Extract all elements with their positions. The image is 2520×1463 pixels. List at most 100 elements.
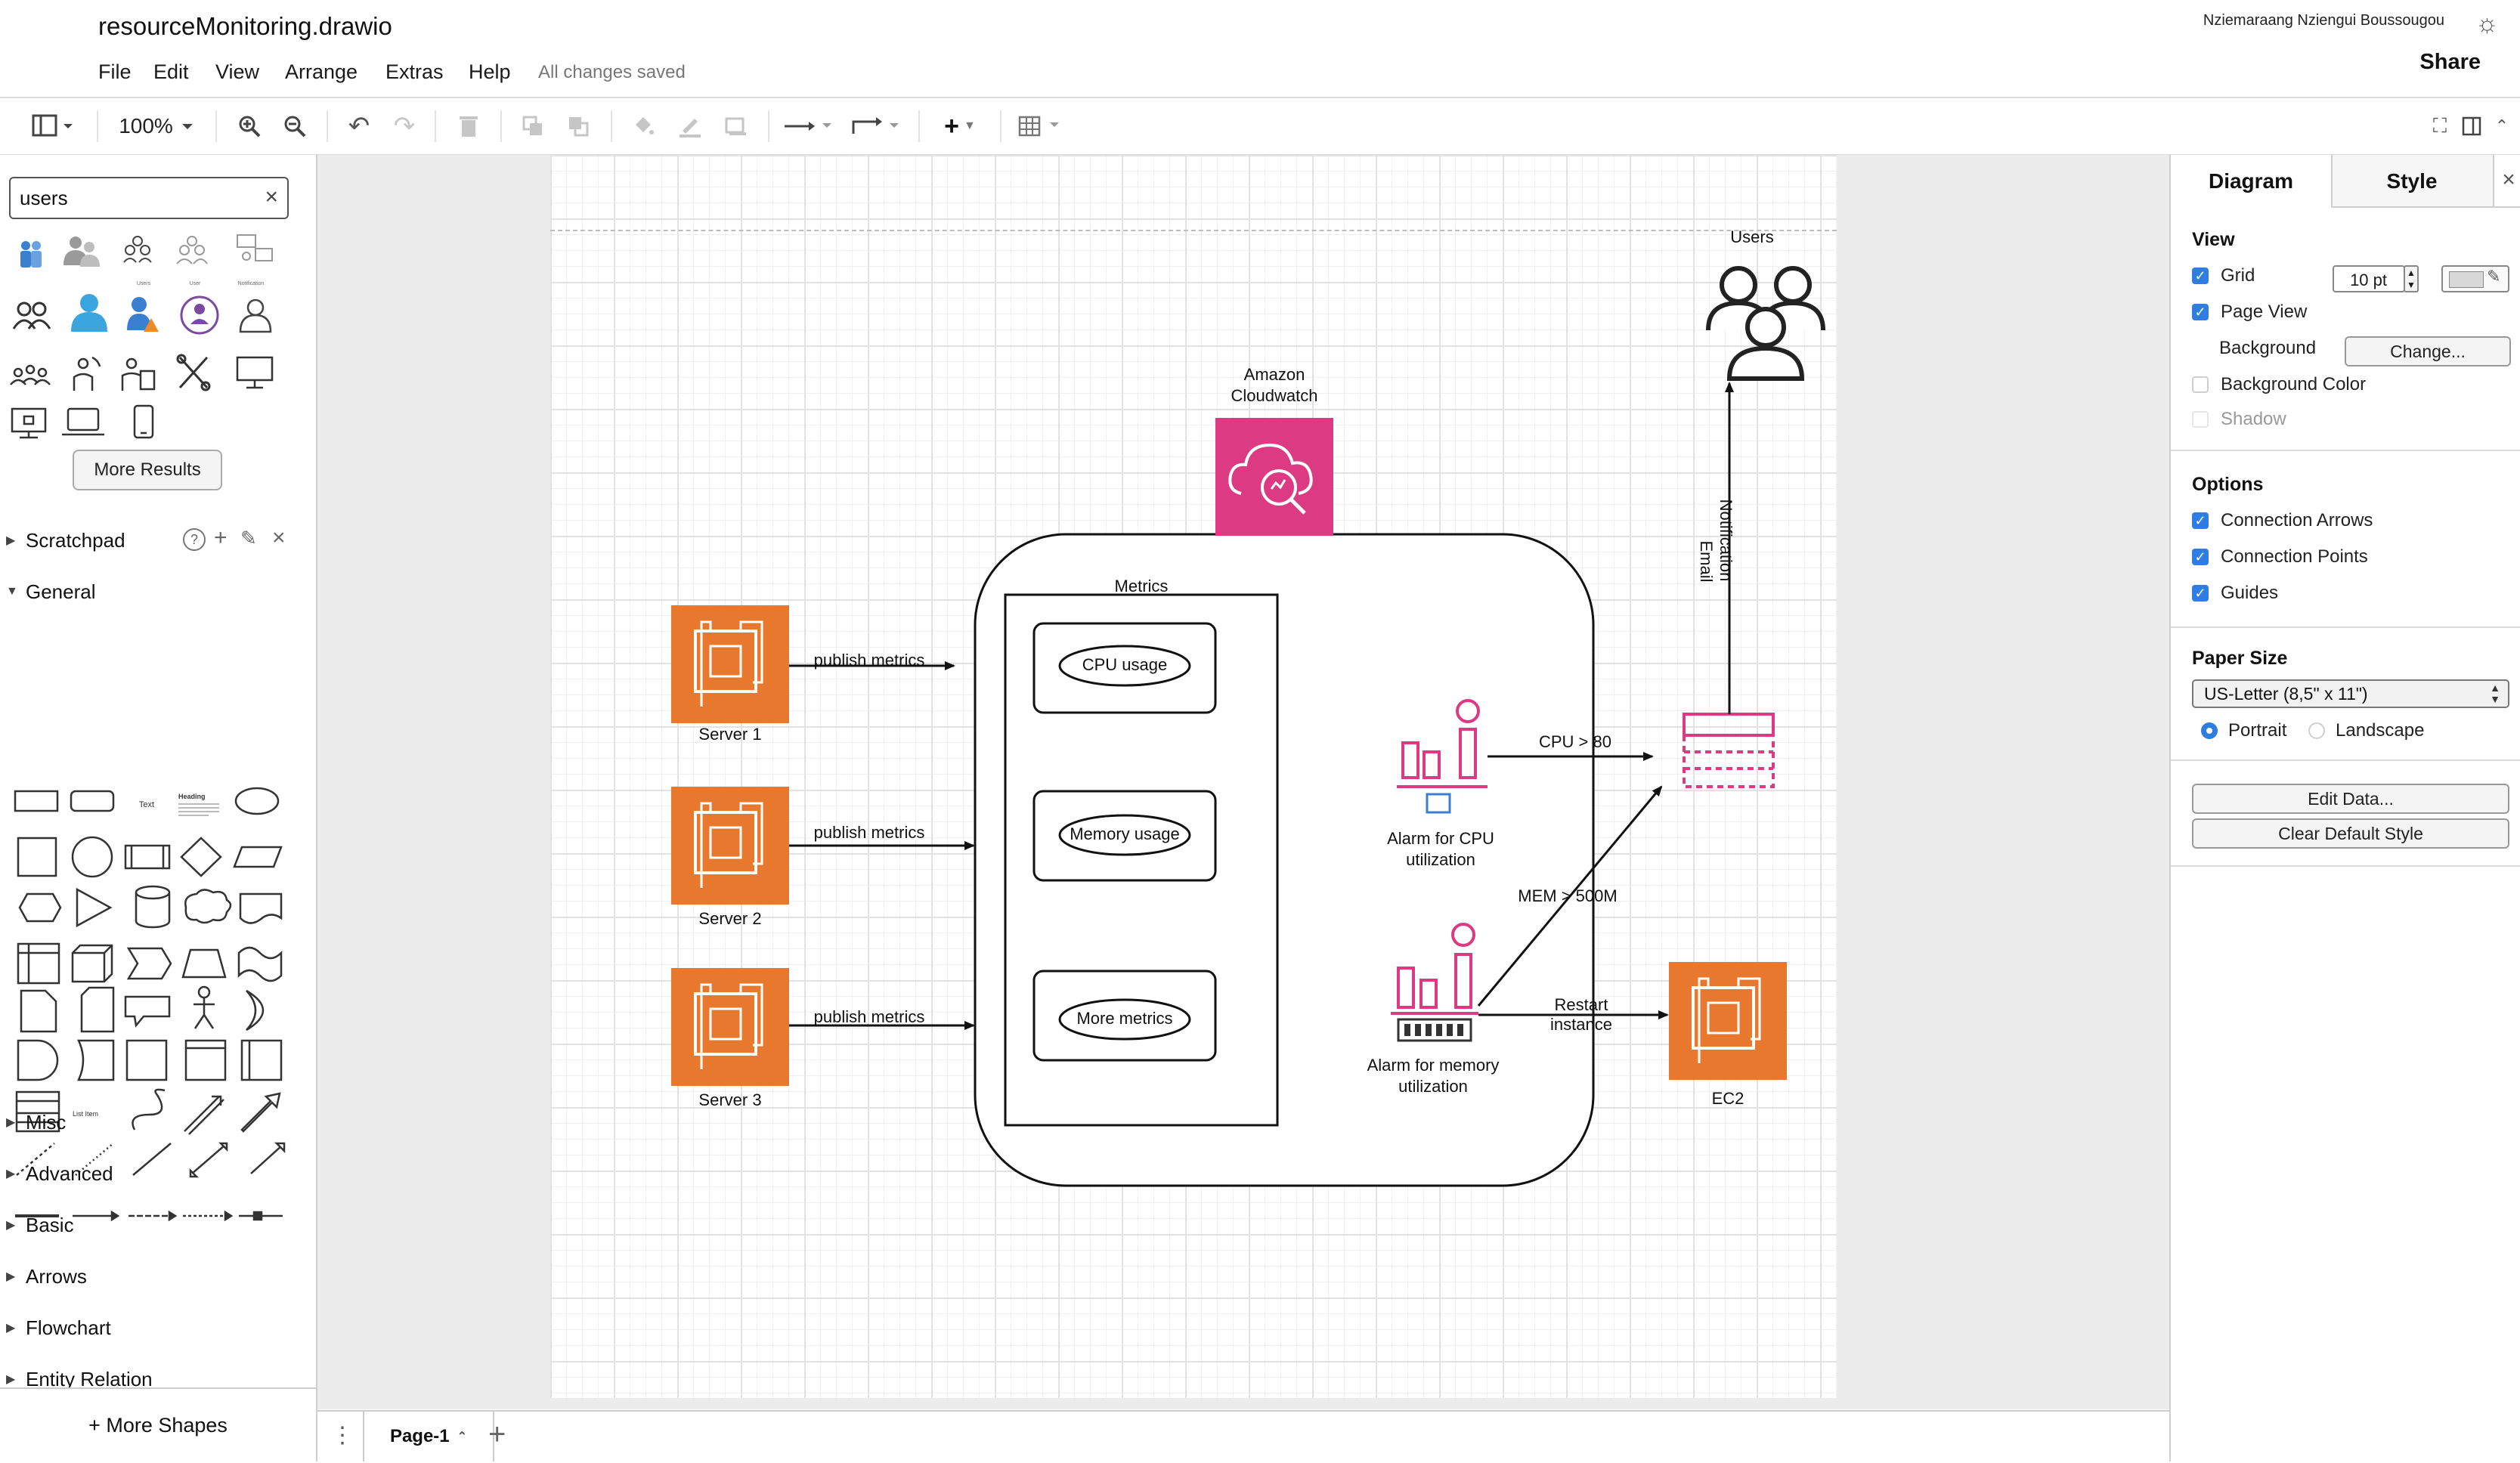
shape-search[interactable]: × [9,177,289,219]
toolbar-separator [611,110,612,142]
clear-default-style-button[interactable]: Clear Default Style [2192,818,2509,849]
section-label: Arrows [26,1264,87,1288]
to-front-icon[interactable] [514,98,552,154]
redo-icon[interactable]: ↷ [393,112,416,141]
waypoints-icon[interactable] [850,98,903,154]
undo-icon[interactable]: ↶ [348,112,370,141]
add-icon[interactable]: + [214,525,228,550]
sidebar-toggle-icon[interactable] [23,98,83,154]
scratchpad-section[interactable]: ▶ Scratchpad ? + ✎ × [0,525,316,555]
grid-color-button[interactable]: ✎ [2441,265,2509,292]
users-blue-icon [20,241,42,268]
section-arrows[interactable]: ▶Arrows [0,1261,316,1291]
menu-edit[interactable]: Edit [153,60,189,83]
checkbox-checked-icon[interactable]: ✓ [2192,549,2209,565]
connection-points-option[interactable]: ✓Connection Points [2192,546,2368,568]
zoom-dropdown[interactable]: 100% [112,98,203,154]
user-name[interactable]: Nziemaraang Nziengui Boussougou [2203,12,2444,29]
connection-icon[interactable] [783,98,836,154]
section-advanced[interactable]: ▶Advanced [0,1158,316,1189]
line-color-icon[interactable] [671,98,709,154]
chevron-right-icon: ▶ [6,1322,16,1335]
tab-diagram[interactable]: Diagram [2208,169,2294,193]
checkbox-checked-icon[interactable]: ✓ [2192,512,2209,529]
checkbox-unchecked-icon[interactable] [2192,376,2209,393]
general-section[interactable]: ▼ General [0,577,316,607]
paper-size-select[interactable]: US-Letter (8,5" x 11") ▲▼ [2192,679,2509,708]
section-entity-relation[interactable]: ▶Entity Relation [0,1364,316,1394]
fill-color-icon[interactable] [624,98,662,154]
search-result-shapes[interactable]: Users User Notification [9,230,296,442]
document-title[interactable]: resourceMonitoring.drawio [98,12,392,40]
edit-data-button[interactable]: Edit Data... [2192,784,2509,814]
section-flowchart[interactable]: ▶Flowchart [0,1313,316,1343]
general-shape-palette[interactable]: Text Heading List Item [11,623,305,1236]
portrait-option[interactable]: Portrait [2201,720,2286,741]
help-icon[interactable]: ? [183,528,206,551]
server-2-icon [671,787,789,905]
close-icon[interactable]: × [272,525,286,550]
cloudwatch-label-2: Cloudwatch [1231,386,1318,405]
grid-option[interactable]: ✓Grid [2192,265,2255,286]
section-misc[interactable]: ▶Misc [0,1107,316,1137]
edit-icon[interactable]: ✎ [240,527,257,549]
landscape-option[interactable]: Landscape [2308,720,2424,741]
checkbox-checked-icon[interactable]: ✓ [2192,268,2209,284]
to-back-icon[interactable] [559,98,597,154]
diagram-shapes[interactable] [317,155,2169,1409]
radio-selected-icon[interactable] [2201,722,2218,739]
close-panel-icon[interactable]: × [2493,155,2520,208]
pages-menu-icon[interactable]: ⋮ [331,1423,354,1448]
add-page-icon[interactable]: + [488,1418,506,1451]
menu-help[interactable]: Help [469,60,511,83]
publish-label-2: publish metrics [813,823,925,842]
more-results-button[interactable]: More Results [73,450,222,490]
tab-style[interactable]: Style [2386,169,2438,193]
fullscreen-icon[interactable]: ⛶ [2432,114,2447,137]
zoom-out-icon[interactable] [276,98,314,154]
background-color-option[interactable]: Background Color [2192,374,2366,395]
checkbox-checked-icon[interactable]: ✓ [2192,304,2209,320]
section-label: Basic [26,1213,74,1236]
more-shapes-button[interactable]: + More Shapes [0,1387,316,1461]
divider [2171,759,2520,761]
format-panel: Diagram Style × View ✓Grid 10 pt ▲▼ ✎ ✓P… [2169,155,2520,1461]
menu-extras[interactable]: Extras [385,60,444,83]
grid-size-input[interactable]: 10 pt [2333,265,2405,292]
shadow-option[interactable]: Shadow [2192,409,2286,430]
change-background-button[interactable]: Change... [2345,336,2511,367]
menu-file[interactable]: File [98,60,132,83]
search-input[interactable] [18,183,248,213]
connection-arrows-option[interactable]: ✓Connection Arrows [2192,510,2373,531]
clear-search-icon[interactable]: × [265,184,278,209]
memory-usage-label: Memory usage [1070,824,1180,843]
guides-option[interactable]: ✓Guides [2192,583,2278,604]
insert-icon[interactable]: +▼ [944,111,976,141]
mobile-icon [133,404,154,439]
delete-icon[interactable] [450,98,488,154]
shadow-icon[interactable] [717,98,754,154]
edit-icon: ✎ [2487,267,2501,286]
page-view-option[interactable]: ✓Page View [2192,302,2307,323]
theme-sun-icon[interactable]: ☼ [2475,9,2499,38]
user-alert-icon [127,297,159,332]
share-button[interactable]: Share [2419,50,2481,74]
radio-unselected-icon[interactable] [2308,722,2325,739]
shadow-label: Shadow [2221,409,2286,429]
collapse-icon[interactable]: ⌃ [2494,116,2509,135]
menu-arrange[interactable]: Arrange [285,60,358,83]
chevron-right-icon: ▶ [6,1373,16,1386]
memory-usage-ellipse [1058,814,1191,856]
cpu-condition-label: CPU > 80 [1539,732,1611,751]
page-tab[interactable]: Page-1 ⌃ [363,1412,494,1461]
menu-view[interactable]: View [215,60,260,83]
section-basic[interactable]: ▶Basic [0,1210,316,1240]
cpu-usage-ellipse [1058,645,1191,687]
format-panel-icon[interactable] [2457,98,2487,154]
zoom-in-icon[interactable] [231,98,268,154]
table-icon[interactable] [1017,98,1070,154]
diagram-canvas[interactable]: Users Amazon Cloudwatch Metrics CPU usag… [317,155,2169,1409]
grid-size-stepper[interactable]: ▲▼ [2404,265,2419,292]
checkbox-checked-icon[interactable]: ✓ [2192,585,2209,602]
checkbox-unchecked-icon[interactable] [2192,411,2209,428]
